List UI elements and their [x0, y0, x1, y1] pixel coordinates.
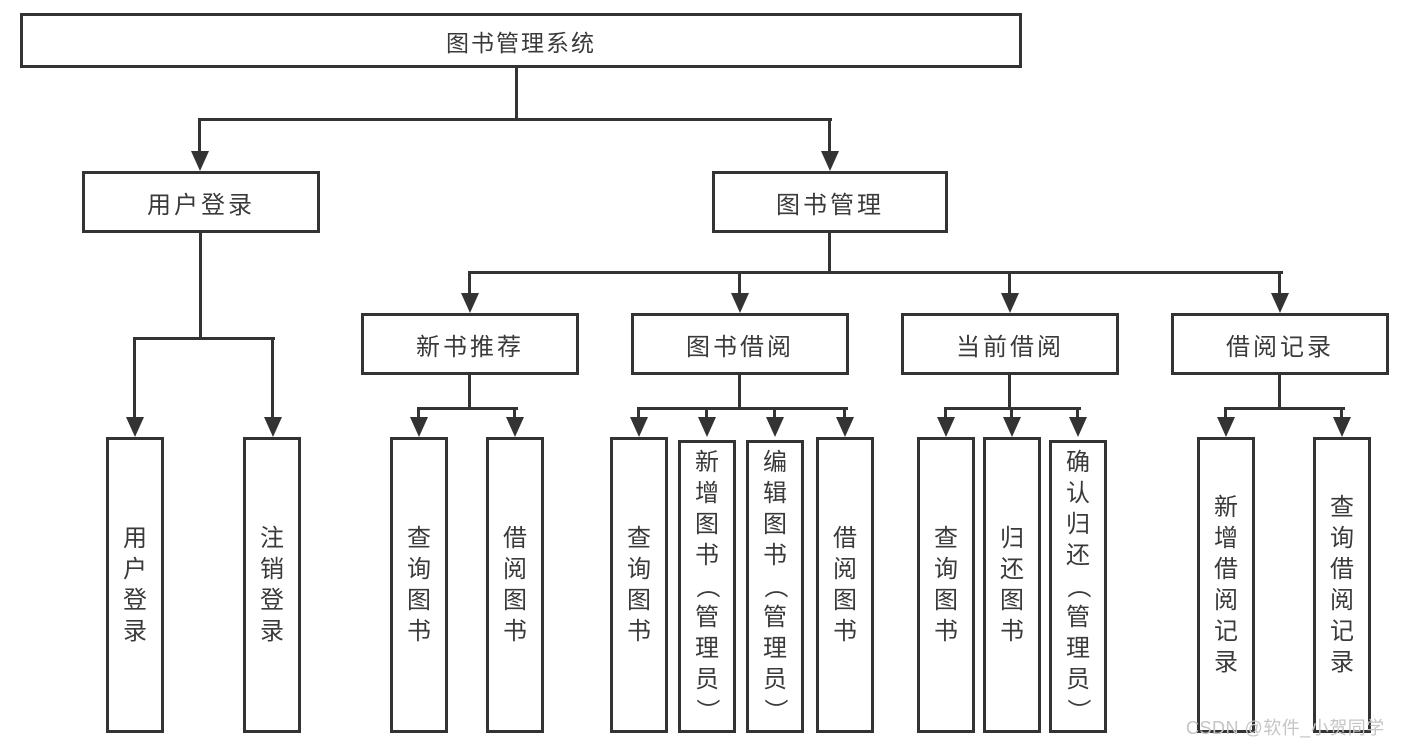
arrowhead-down-icon: [1271, 293, 1289, 313]
connector-leaf-drop: [417, 407, 420, 420]
connector-user-login-branch: [133, 337, 275, 340]
leaf-borrow-books-borrowing: 借阅图书: [816, 437, 874, 733]
connector-root-branch: [198, 118, 832, 121]
arrowhead-down-icon: [461, 293, 479, 313]
arrowhead-down-icon: [630, 417, 648, 437]
arrowhead-down-icon: [698, 417, 716, 437]
node-user-login: 用户登录: [82, 171, 320, 233]
leaf-query-books-current: 查询图书: [917, 437, 975, 733]
connector-leaf-drop: [773, 407, 776, 420]
connector-borrowing-records-branch: [1224, 407, 1345, 410]
node-book-borrowing: 图书借阅: [631, 313, 849, 375]
leaf-return-books: 归还图书: [983, 437, 1041, 733]
connector-to-book-borrowing: [738, 271, 741, 296]
connector-leaf-drop: [513, 407, 516, 420]
arrowhead-down-icon: [731, 293, 749, 313]
leaf-edit-books-admin: 编辑图书（管理员）: [746, 440, 804, 733]
arrowhead-down-icon: [1069, 417, 1087, 437]
arrowhead-down-icon: [506, 417, 524, 437]
connector-book-management-branch: [468, 271, 1283, 274]
leaf-user-login: 用户登录: [106, 437, 164, 733]
connector-leaf-drop: [1340, 407, 1343, 420]
node-borrowing-records: 借阅记录: [1171, 313, 1389, 375]
connector-to-borrowing-records: [1278, 271, 1281, 296]
node-current-borrowing: 当前借阅: [901, 313, 1119, 375]
connector-to-leaf-logout: [271, 337, 274, 419]
connector-leaf-drop: [1076, 407, 1079, 420]
node-new-book-recommend: 新书推荐: [361, 313, 579, 375]
node-book-management: 图书管理: [712, 171, 948, 233]
connector-leaf-drop: [705, 407, 708, 420]
connector-new-book-recommend-stem: [468, 373, 471, 409]
leaf-borrow-books-recommend: 借阅图书: [486, 437, 544, 733]
arrowhead-down-icon: [821, 151, 839, 171]
connector-leaf-drop: [637, 407, 640, 420]
leaf-add-borrow-record: 新增借阅记录: [1197, 437, 1255, 733]
connector-new-book-recommend-branch: [417, 407, 518, 410]
connector-to-new-book-recommend: [468, 271, 471, 296]
csdn-watermark: CSDN @软件_小贺同学: [1186, 718, 1385, 738]
connector-root-to-book-management: [828, 118, 831, 154]
leaf-query-borrow-record: 查询借阅记录: [1313, 437, 1371, 733]
arrowhead-down-icon: [191, 151, 209, 171]
arrowhead-down-icon: [766, 417, 784, 437]
arrowhead-down-icon: [1217, 417, 1235, 437]
connector-leaf-drop: [843, 407, 846, 420]
connector-leaf-drop: [944, 407, 947, 420]
arrowhead-down-icon: [1003, 417, 1021, 437]
connector-root-to-user-login: [198, 118, 201, 154]
arrowhead-down-icon: [937, 417, 955, 437]
connector-user-login-stem: [199, 230, 202, 339]
connector-to-current-borrowing: [1008, 271, 1011, 296]
connector-borrowing-records-stem: [1278, 373, 1281, 409]
leaf-confirm-return-admin: 确认归还（管理员）: [1049, 440, 1107, 733]
connector-leaf-drop: [1010, 407, 1013, 420]
arrowhead-down-icon: [1001, 293, 1019, 313]
arrowhead-down-icon: [410, 417, 428, 437]
connector-to-leaf-user-login: [133, 337, 136, 419]
node-library-management-system: 图书管理系统: [20, 13, 1022, 68]
connector-book-borrowing-stem: [738, 373, 741, 409]
connector-root-stem: [515, 66, 518, 120]
connector-leaf-drop: [1224, 407, 1227, 420]
arrowhead-down-icon: [126, 417, 144, 437]
leaf-query-books-recommend: 查询图书: [390, 437, 448, 733]
arrowhead-down-icon: [1333, 417, 1351, 437]
leaf-logout-login: 注销登录: [243, 437, 301, 733]
connector-current-borrowing-stem: [1008, 373, 1011, 409]
arrowhead-down-icon: [836, 417, 854, 437]
connector-book-management-stem: [828, 230, 831, 273]
leaf-add-books-admin: 新增图书（管理员）: [678, 440, 736, 733]
arrowhead-down-icon: [264, 417, 282, 437]
leaf-query-books-borrowing: 查询图书: [610, 437, 668, 733]
connector-book-borrowing-branch: [637, 407, 848, 410]
